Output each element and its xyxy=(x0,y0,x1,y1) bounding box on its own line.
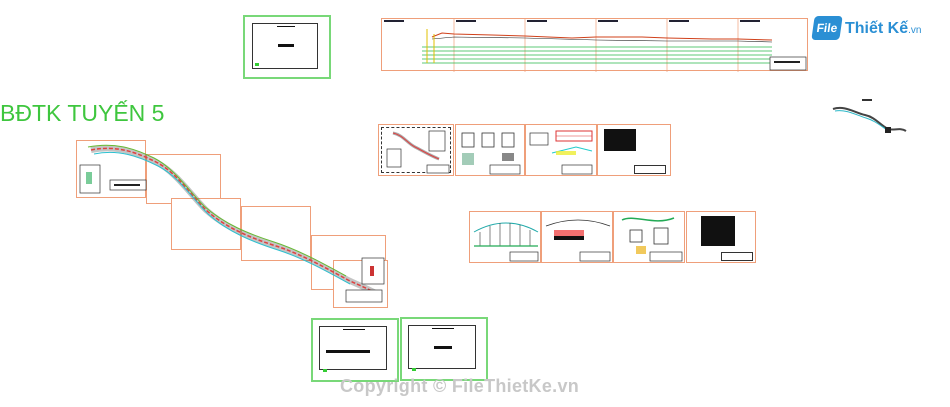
logo-text: Thiết Kế.vn xyxy=(845,20,921,38)
detail-sheet-2[interactable] xyxy=(455,124,525,176)
profile-drawing xyxy=(384,19,807,72)
detail-sheet-3[interactable] xyxy=(525,124,597,176)
route-alignment xyxy=(79,144,385,303)
drawing-title: BĐTK TUYẾN 5 xyxy=(0,100,165,126)
long-profile-sheet[interactable] xyxy=(381,18,808,72)
logo-mark: File xyxy=(811,16,843,40)
cover-sheet-bottom-2[interactable] xyxy=(400,317,488,381)
section-sheet-1[interactable] xyxy=(469,211,541,263)
cover-sheet-top[interactable] xyxy=(243,15,331,79)
detail-sheet-4[interactable] xyxy=(597,124,671,176)
section-sheet-4[interactable] xyxy=(686,211,756,263)
section-sheet-2[interactable] xyxy=(541,211,613,263)
route-plan-sheets[interactable] xyxy=(76,140,388,310)
section-sheet-3[interactable] xyxy=(613,211,685,263)
route-key-plan xyxy=(832,99,907,133)
site-logo: File Thiết Kế.vn xyxy=(811,14,925,44)
detail-sheet-1[interactable] xyxy=(378,124,454,176)
logo-name: Thiết Kế xyxy=(845,20,909,37)
cover-sheet-bottom-1[interactable] xyxy=(311,318,399,382)
copyright-watermark: Copyright © FileThietKe.vn xyxy=(340,376,580,396)
logo-domain: .vn xyxy=(908,25,922,36)
